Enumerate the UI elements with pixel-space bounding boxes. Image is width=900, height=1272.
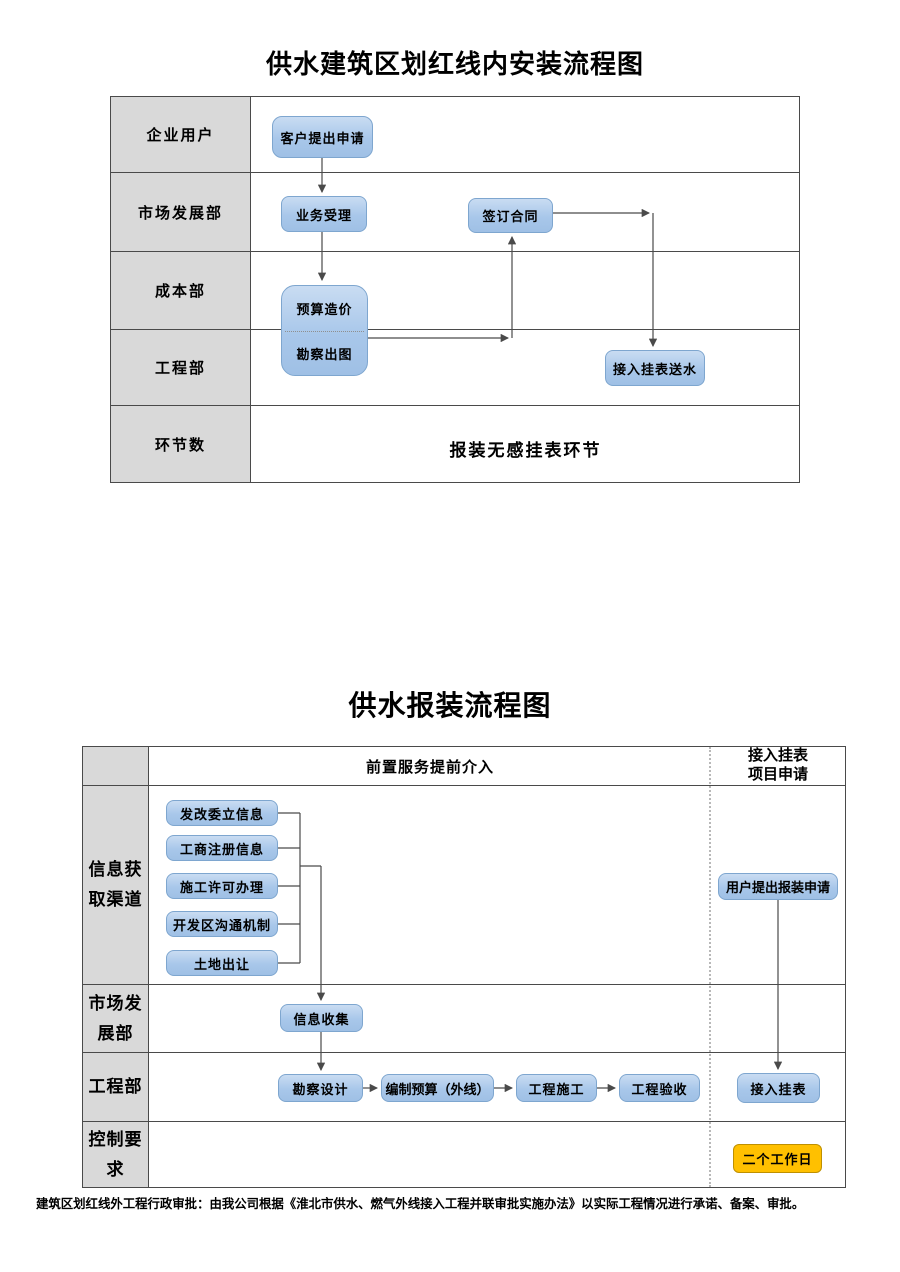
chart2-column-dashed-divider [709, 747, 711, 1187]
node-land-transfer: 土地出让 [166, 950, 278, 976]
chart1-swimlane-table: 企业用户 市场发展部 成本部 工程部 环节数 [110, 96, 800, 483]
chart1-step-note: 报装无感挂表环节 [449, 441, 602, 460]
node-budget-outline: 编制预算（外线） [381, 1074, 494, 1102]
chart2-header-corner-cell [83, 747, 149, 785]
chart1-lane-label-market-dev-dept: 市场发展部 [111, 173, 251, 251]
node-budget-pricing: 预算造价 [296, 302, 353, 317]
node-user-installation-application: 用户提出报装申请 [718, 873, 838, 900]
chart2-lane-engineering-dept: 工程部 [83, 1053, 845, 1122]
node-budget-survey-group: 预算造价 勘察出图 [281, 285, 368, 376]
node-meter-connection: 接入挂表 [737, 1073, 820, 1103]
chart1-title: 供水建筑区划红线内安装流程图 [265, 50, 644, 79]
chart1-lane-enterprise-user: 企业用户 [111, 97, 799, 173]
chart2-lane-label-info-channels: 信息获 取渠道 [83, 786, 149, 984]
chart2-lane-info-channels: 信息获 取渠道 [83, 786, 845, 985]
node-business-registration-info: 工商注册信息 [166, 835, 278, 861]
chart2-header-preservice: 前置服务提前介入 [365, 759, 494, 776]
node-two-workdays-badge: 二个工作日 [733, 1144, 822, 1173]
node-sign-contract: 签订合同 [468, 198, 553, 233]
node-ndrc-project-info: 发改委立信息 [166, 800, 278, 826]
node-construction-permit: 施工许可办理 [166, 873, 278, 899]
chart2-swimlane-table: 前置服务提前介入 接入挂表 项目申请 信息获 取渠道 市场发 展部 工程部 控制… [82, 746, 846, 1188]
chart2-lane-market-dev-dept: 市场发 展部 [83, 985, 845, 1053]
chart1-lane-label-cost-dept: 成本部 [111, 252, 251, 329]
chart2-lane-label-control-requirements: 控制要 求 [83, 1122, 149, 1187]
chart2-lane-control-requirements: 控制要 求 [83, 1122, 845, 1187]
chart2-lane-label-engineering-dept: 工程部 [83, 1053, 149, 1121]
chart2-header-row: 前置服务提前介入 接入挂表 项目申请 [83, 747, 845, 786]
chart1-lane-label-step-count: 环节数 [111, 406, 251, 482]
chart1-lane-label-enterprise-user: 企业用户 [111, 97, 251, 172]
chart2-header-meter-application: 接入挂表 项目申请 [747, 748, 808, 783]
chart1-lane-engineering-dept: 工程部 [111, 330, 799, 406]
footnote-approval-note: 建筑区划红线外工程行政审批：由我公司根据《淮北市供水、燃气外线接入工程并联审批实… [36, 1197, 805, 1211]
chart2-lane-label-market-dev-dept: 市场发 展部 [83, 985, 149, 1052]
chart2-title: 供水报装流程图 [348, 691, 552, 722]
node-customer-application: 客户提出申请 [272, 116, 373, 158]
chart1-lane-cost-dept: 成本部 [111, 252, 799, 330]
node-info-collection: 信息收集 [280, 1004, 363, 1032]
node-project-acceptance: 工程验收 [619, 1074, 700, 1102]
chart1-lane-market-dev-dept: 市场发展部 [111, 173, 799, 252]
node-business-acceptance: 业务受理 [281, 196, 367, 232]
node-survey-design: 勘察设计 [278, 1074, 363, 1102]
chart1-lane-label-engineering-dept: 工程部 [111, 330, 251, 405]
node-project-construction: 工程施工 [516, 1074, 597, 1102]
node-devzone-communication: 开发区沟通机制 [166, 911, 278, 937]
node-survey-drawing: 勘察出图 [296, 347, 353, 362]
node-meter-water-supply: 接入挂表送水 [605, 350, 705, 386]
lane-boundary-dotted-line [285, 331, 364, 332]
chart1-lane-step-count: 环节数 [111, 406, 799, 482]
